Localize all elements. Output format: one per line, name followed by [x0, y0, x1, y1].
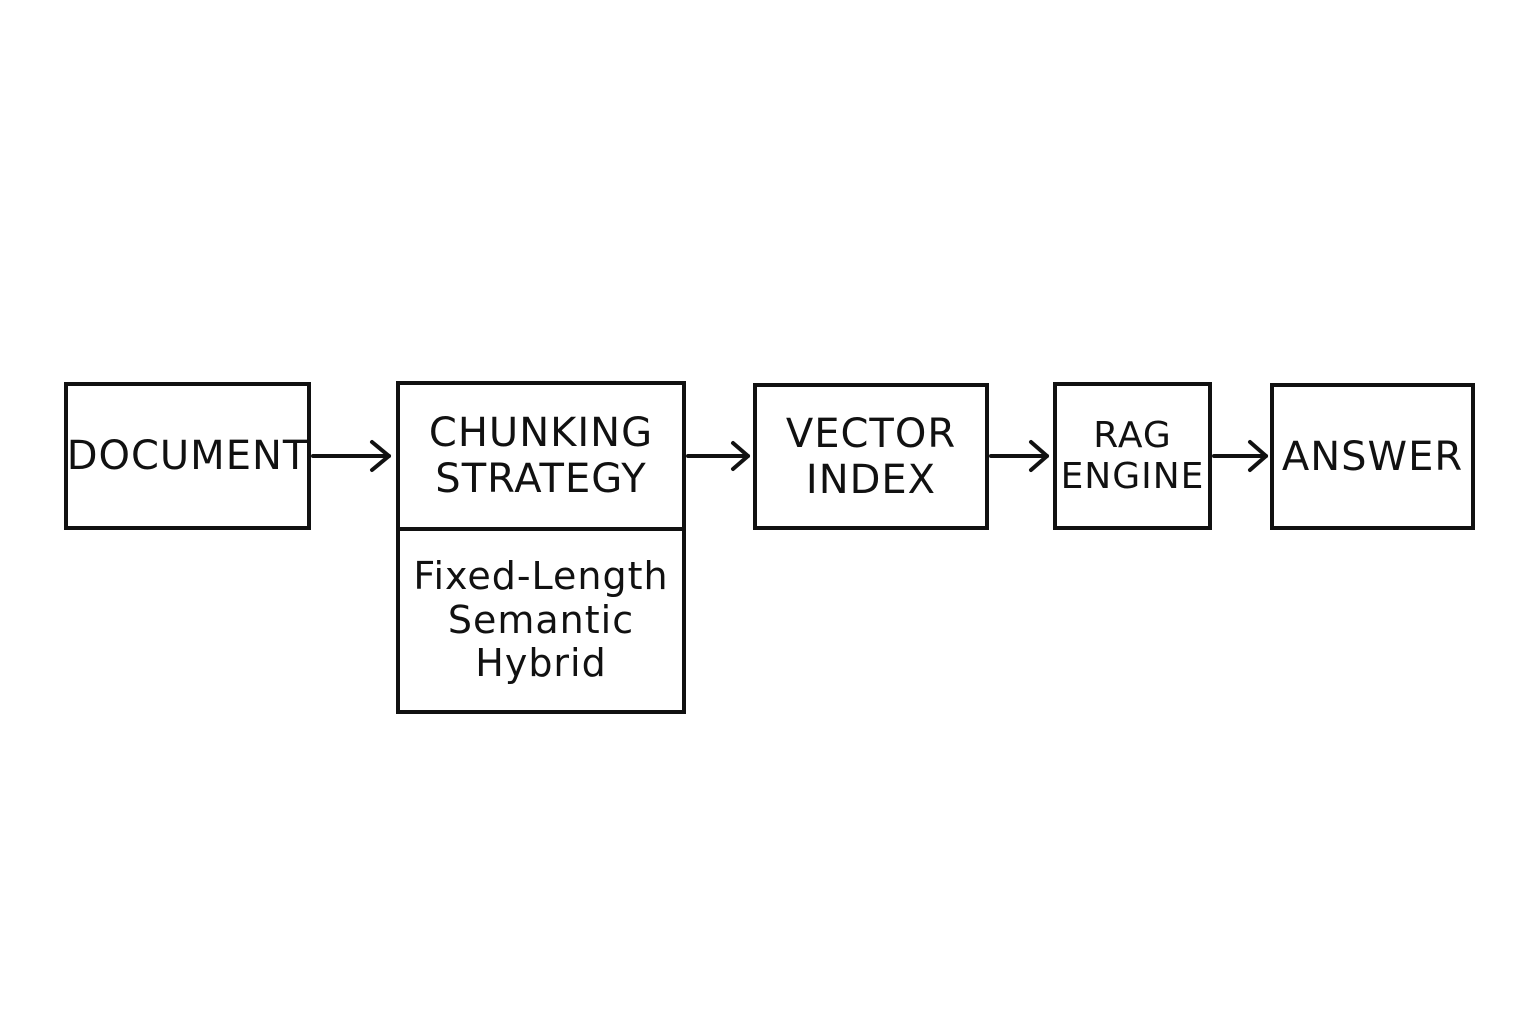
- chunking-options-panel: Fixed-Length Semantic Hybrid: [396, 527, 686, 714]
- document-label: DOCUMENT: [66, 433, 309, 479]
- arrow-document-to-chunking: [311, 440, 391, 472]
- answer-node: ANSWER: [1270, 383, 1475, 530]
- answer-label: ANSWER: [1281, 433, 1464, 480]
- arrow-vector-to-rag: [989, 440, 1049, 472]
- vector-line-2: INDEX: [805, 456, 937, 503]
- rag-line-2: ENGINE: [1060, 456, 1205, 497]
- document-node: DOCUMENT: [64, 382, 311, 530]
- chunking-option-hybrid: Hybrid: [475, 641, 607, 686]
- rag-line-1: RAG: [1093, 414, 1172, 456]
- chunking-option-semantic: Semantic: [447, 597, 635, 642]
- chunking-option-fixed-length: Fixed-Length: [413, 553, 669, 598]
- chunking-title-line-1: CHUNKING: [428, 410, 654, 456]
- vector-index-node: VECTOR INDEX: [753, 383, 989, 530]
- arrow-chunking-to-vector: [686, 441, 750, 471]
- arrow-rag-to-answer: [1212, 440, 1268, 472]
- vector-line-1: VECTOR: [785, 410, 957, 457]
- rag-engine-node: RAG ENGINE: [1053, 382, 1212, 530]
- chunking-strategy-node: CHUNKING STRATEGY: [396, 381, 686, 531]
- chunking-title-line-2: STRATEGY: [435, 456, 647, 502]
